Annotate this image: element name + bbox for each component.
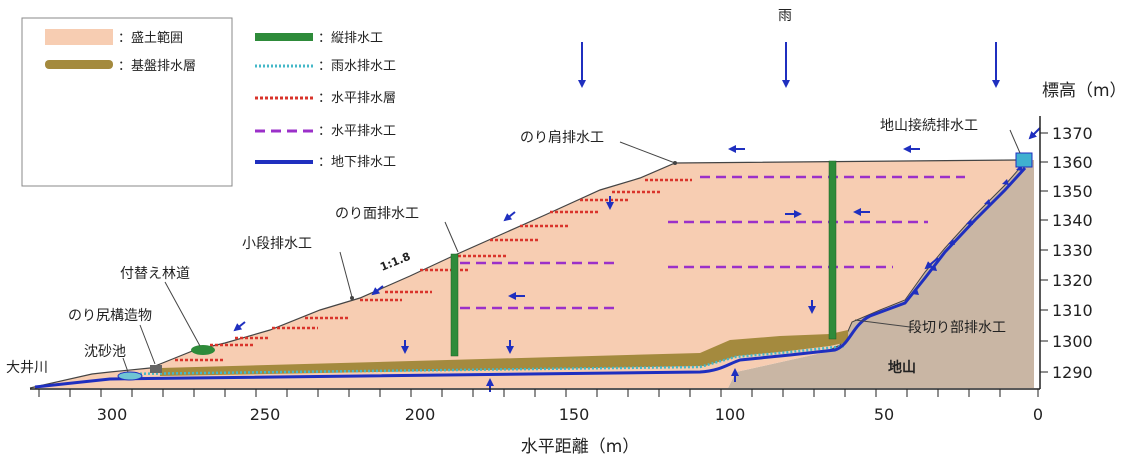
embankment-area bbox=[30, 160, 1025, 388]
ground-connection-box bbox=[1015, 152, 1033, 168]
y-tick-1330: 1330 bbox=[1052, 241, 1093, 260]
legend-box bbox=[21, 17, 233, 187]
river-label: 大井川 bbox=[6, 360, 48, 376]
vertical-drain-right bbox=[828, 160, 837, 340]
x-axis-minor-ticks bbox=[38, 389, 1039, 397]
leader-lines bbox=[122, 129, 1021, 373]
legend-label-vertical-drain: ：縦排水工 bbox=[318, 31, 383, 46]
legend-label-horizontal-drain: ：水平排水工 bbox=[318, 124, 396, 139]
x-tick-50: 50 bbox=[874, 405, 894, 424]
y-tick-1290: 1290 bbox=[1052, 363, 1093, 382]
x-tick-0: 0 bbox=[1033, 405, 1043, 424]
legend-right: ：縦排水工 ：雨水排水工 ：水平排水層 ：水平排水工 ：地下排水工 bbox=[255, 31, 396, 170]
legend-label-underground-drain: ：地下排水工 bbox=[318, 155, 396, 170]
y-tick-1350: 1350 bbox=[1052, 182, 1093, 201]
legend-swatch-base-drain bbox=[45, 60, 113, 69]
forest-road-shape bbox=[191, 345, 215, 355]
x-tick-250: 250 bbox=[250, 405, 281, 424]
settling-pond-shape bbox=[117, 371, 143, 381]
y-tick-1310: 1310 bbox=[1052, 301, 1093, 320]
toe-structure-label: のり尻構造物 bbox=[68, 308, 152, 324]
stormwater-drain-line bbox=[119, 344, 846, 376]
settling-pond-label: 沈砂池 bbox=[84, 344, 126, 360]
legend-label-base-drain: ：基盤排水層 bbox=[118, 59, 196, 74]
slope-face-drain-label: のり面排水工 bbox=[335, 206, 419, 222]
legend-swatch-vertical-drain bbox=[255, 33, 313, 41]
x-tick-300: 300 bbox=[97, 405, 128, 424]
x-tick-150: 150 bbox=[559, 405, 590, 424]
slope-ratio-label: 1:1.8 bbox=[378, 250, 412, 274]
slope-shoulder-drain-label: のり肩排水工 bbox=[520, 130, 604, 146]
berm-drain-label: 小段排水工 bbox=[242, 236, 312, 252]
y-tick-1300: 1300 bbox=[1052, 332, 1093, 351]
natural-ground-area bbox=[728, 160, 1034, 388]
relocated-forest-road-label: 付替え林道 bbox=[120, 266, 190, 282]
y-axis-ticks bbox=[1040, 132, 1048, 373]
slope-outline bbox=[29, 159, 1019, 389]
x-axis-title: 水平距離（m） bbox=[521, 437, 640, 457]
horizontal-drain-layers bbox=[175, 178, 692, 362]
natural-ground-label: 地山 bbox=[888, 359, 916, 376]
ground-connection-drain-label: 地山接続排水工 bbox=[880, 117, 978, 134]
y-tick-1360: 1360 bbox=[1052, 153, 1093, 172]
legend-label-stormwater: ：雨水排水工 bbox=[318, 59, 396, 74]
toe-structure-shape bbox=[150, 365, 162, 373]
legend: ：盛土範囲 ：基盤排水層 bbox=[21, 17, 233, 187]
x-tick-200: 200 bbox=[405, 405, 436, 424]
rain-label: 雨 bbox=[778, 8, 792, 24]
ground-markers bbox=[912, 165, 1023, 295]
y-axis-title: 標高（m） bbox=[1042, 81, 1127, 101]
legend-swatch-embankment bbox=[45, 29, 113, 45]
y-tick-1340: 1340 bbox=[1052, 211, 1093, 230]
x-tick-100: 100 bbox=[715, 405, 746, 424]
flow-arrows bbox=[233, 42, 1041, 392]
base-drain-layer bbox=[160, 330, 848, 376]
vertical-drain-left bbox=[450, 253, 459, 357]
legend-label-embankment: ：盛土範囲 bbox=[118, 31, 183, 46]
underground-drain-line bbox=[34, 166, 1027, 389]
legend-label-horizontal-drain-layer: ：水平排水層 bbox=[318, 91, 396, 106]
y-tick-1320: 1320 bbox=[1052, 271, 1093, 290]
bench-cut-drain-label: 段切り部排水工 bbox=[908, 320, 1006, 336]
y-tick-1370: 1370 bbox=[1052, 124, 1093, 143]
